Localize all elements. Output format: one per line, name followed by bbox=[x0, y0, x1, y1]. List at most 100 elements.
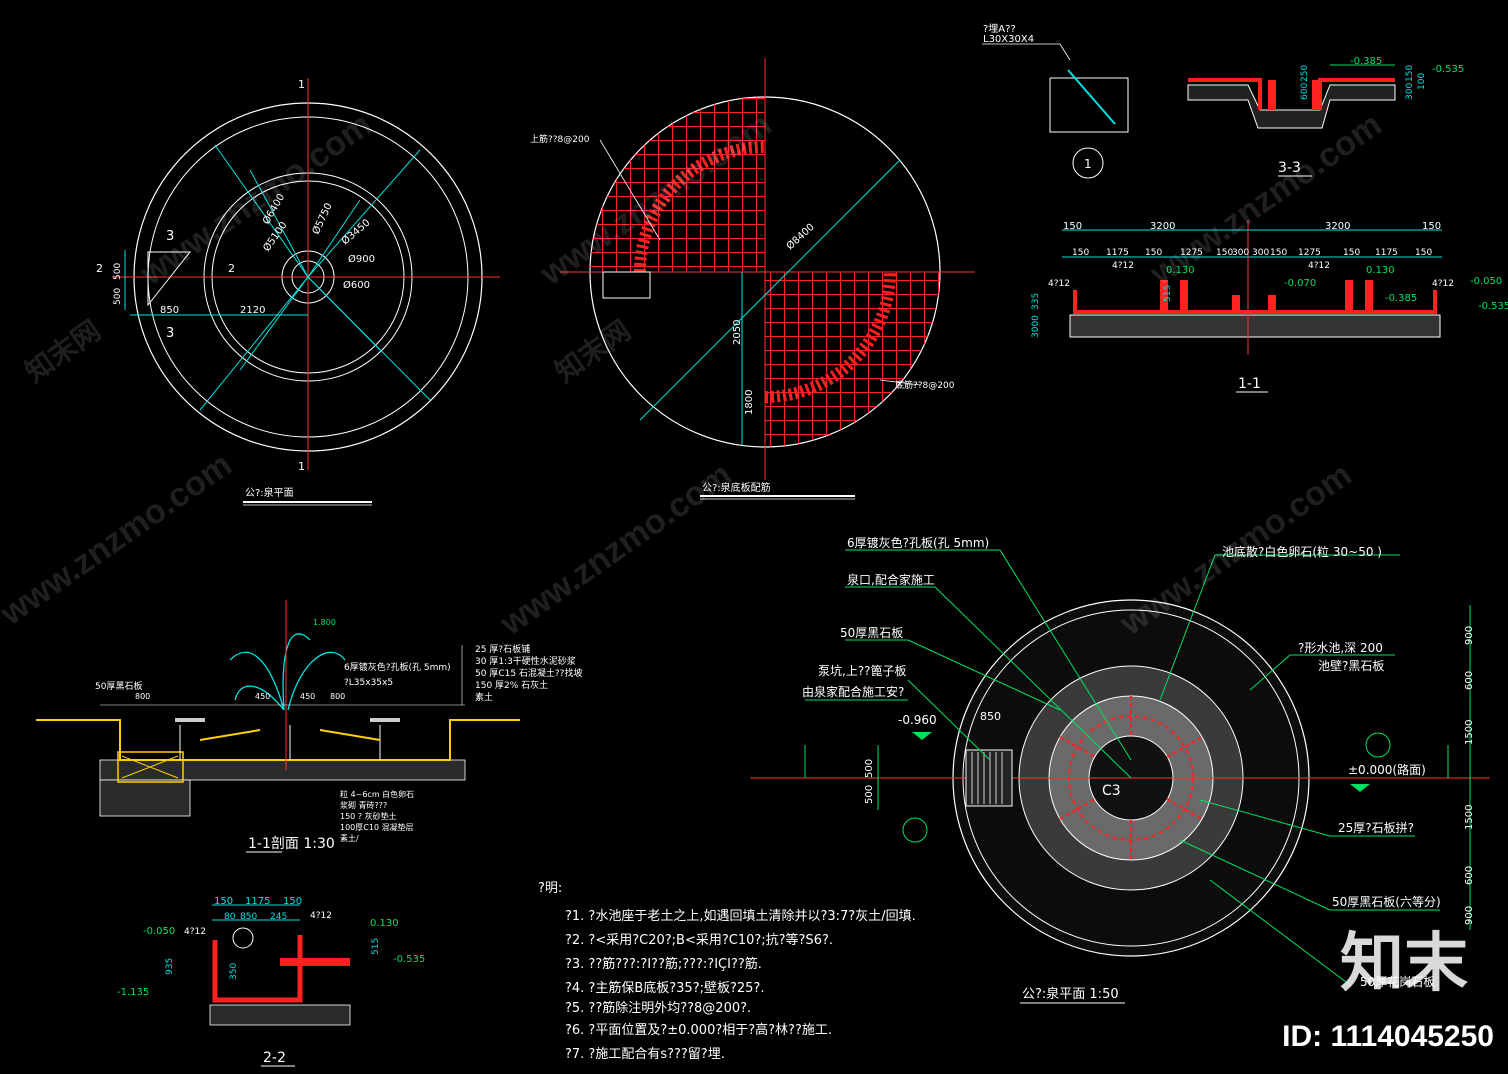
s11-rebar-right: 4?12 bbox=[1432, 279, 1454, 289]
s11-level-0050: -0.050 bbox=[1470, 276, 1502, 287]
s11e-bottom-2: 150 ? 灰砂垫土 bbox=[340, 811, 397, 821]
notes-head: ?明: bbox=[538, 881, 562, 896]
s22-level-0050: -0.050 bbox=[143, 926, 175, 937]
s11-title: 1-1 bbox=[1238, 376, 1261, 392]
s11e-dim-450a: 450 bbox=[255, 692, 270, 701]
s11e-level-1800: 1.800 bbox=[313, 618, 336, 627]
detail-angle-label: L30X30X4 bbox=[983, 34, 1034, 45]
bp-label-3: 50厚黑石板 bbox=[840, 626, 903, 640]
s22-level-0130: 0.130 bbox=[370, 918, 399, 929]
s11-dim-335: 335 bbox=[1031, 293, 1041, 310]
s11e-bottom-4: 素土/ bbox=[340, 833, 359, 843]
bp-rdim-3: 1500 bbox=[1464, 805, 1475, 830]
s11e-callout-4: 素土 bbox=[475, 691, 493, 703]
s11-rebar-c1: 4?12 bbox=[1112, 261, 1134, 271]
bp-label-12: 50厚花岗石板 bbox=[1360, 974, 1435, 989]
s11-dim-515: 515 bbox=[1163, 285, 1173, 302]
dim-900: Ø900 bbox=[348, 253, 375, 265]
s11-mid-dim-9: 150 bbox=[1343, 248, 1360, 258]
s22-level-0535: -0.535 bbox=[393, 954, 425, 965]
dim-2050: 2050 bbox=[732, 320, 743, 345]
s22-dim2-2: 245 bbox=[270, 912, 287, 922]
bp-label-7: ?形水池,深 200 bbox=[1298, 641, 1383, 655]
s11e-callout-3: 150 厚2% 石灰土 bbox=[475, 679, 548, 691]
note-3: ?3. ??筋???:?I??筋;???:?IÇI??筋. bbox=[565, 956, 762, 972]
bp-rdim-4: 600 bbox=[1464, 866, 1475, 885]
note-4: ?4. ?主筋保B底板?35?;壁板?25?. bbox=[565, 980, 764, 996]
s11e-bottom-3: 100厚C10 混凝垫层 bbox=[340, 822, 414, 832]
bp-label-4: 泵坑,上??篦子板 bbox=[818, 663, 907, 678]
note-6: ?6. ?平面位置及?±0.000?相于?高?林??施工. bbox=[565, 1022, 832, 1038]
s22-title: 2-2 bbox=[263, 1050, 286, 1066]
section-3-3: -0.385 -0.535 150 300 100 600 250 3-3 bbox=[1187, 56, 1464, 177]
section-mark-1-top: 1 bbox=[298, 78, 305, 91]
dim-2120: 2120 bbox=[240, 305, 265, 316]
bp-dim-500b: 500 bbox=[864, 785, 875, 804]
detail-embed-label: ?埋A?? bbox=[983, 23, 1016, 35]
dim-600: Ø600 bbox=[343, 279, 370, 291]
s22-dim-0: 150 bbox=[214, 896, 233, 907]
s11-level-0385: -0.385 bbox=[1385, 293, 1417, 304]
s11-level-0130b: 0.130 bbox=[1366, 265, 1395, 276]
s11-top-dim-1: 3200 bbox=[1150, 221, 1175, 232]
s11-mid-dim-5: 300 bbox=[1232, 248, 1249, 258]
image-id: ID: 1114045250 bbox=[1282, 1020, 1494, 1053]
s11-mid-dim-0: 150 bbox=[1072, 248, 1089, 258]
detail-1: ?埋A?? L30X30X4 1 bbox=[982, 23, 1129, 179]
s11e-dim-800b: 800 bbox=[330, 692, 345, 701]
rebar-title: 公?:泉底板配筋 bbox=[702, 481, 771, 494]
bp-label-1: 6厚镀灰色?孔板(孔 5mm) bbox=[847, 536, 989, 550]
s22-rebar: 4?12 bbox=[184, 927, 206, 937]
bp-rdim-5: 900 bbox=[1464, 906, 1475, 925]
bp-dim-850: 850 bbox=[980, 710, 1001, 723]
s22-dim-2: 150 bbox=[283, 896, 302, 907]
sec33-dim-250: 250 bbox=[1300, 65, 1310, 82]
bp-label-9: ±0.000(路面) bbox=[1348, 762, 1426, 777]
sec33-dim-100: 100 bbox=[1417, 73, 1427, 90]
section-mark-1-bottom: 1 bbox=[298, 460, 305, 473]
s11e-callout-0: 25 厚?石板铺 bbox=[475, 643, 530, 655]
bp-c3: C3 bbox=[1102, 783, 1121, 799]
s22-level-1135: -1.135 bbox=[117, 987, 149, 998]
bp-label-6: 池底散?白色卵石(粒 30~50 ) bbox=[1222, 544, 1382, 559]
brand-logo: 知末 bbox=[1340, 927, 1468, 1001]
s11-top-dim-2: 3200 bbox=[1325, 221, 1350, 232]
section-mark-2-left: 2 bbox=[96, 262, 103, 275]
bp-dim-500a: 500 bbox=[864, 759, 875, 778]
note-1: ?1. ?水池座于老土之上,如遇回填土清除并以?3:7?灰土/回填. bbox=[565, 908, 916, 924]
s11-mid-dim-4: 150 bbox=[1216, 248, 1233, 258]
s11e-dim-450b: 450 bbox=[300, 692, 315, 701]
dim-850: 850 bbox=[160, 305, 179, 316]
s11-rebar-c2: 4?12 bbox=[1308, 261, 1330, 271]
note-2: ?2. ?<采用?C20?;B<采用?C10?;抗?等?S6?. bbox=[565, 932, 833, 948]
dim-5750: Ø5750 bbox=[310, 201, 335, 236]
s11-mid-dim-1: 1175 bbox=[1106, 248, 1129, 258]
note-5: ?5. ??筋除注明外均??8@200?. bbox=[565, 1000, 751, 1016]
s11-top-dim-3: 150 bbox=[1422, 221, 1441, 232]
s11e-angle: ?L35x35x5 bbox=[344, 678, 393, 688]
bp-rdim-1: 600 bbox=[1464, 671, 1475, 690]
note-7: ?7. ?施工配合有s???留?埋. bbox=[565, 1047, 725, 1062]
rebar-top-label: 上筋??8@200 bbox=[530, 133, 590, 145]
sec33-level-2: -0.535 bbox=[1432, 64, 1464, 75]
dim-1800: 1800 bbox=[744, 390, 755, 415]
bp-label-2: 泉口,配合家施工 bbox=[847, 572, 935, 587]
s11-level-0130a: 0.130 bbox=[1166, 265, 1195, 276]
detail-circle-number: 1 bbox=[1084, 157, 1092, 171]
s11-mid-dim-8: 1275 bbox=[1298, 248, 1321, 258]
bp-label-8: 池壁?黑石板 bbox=[1318, 658, 1384, 673]
s22-dim2-0: 80 bbox=[224, 912, 236, 922]
s11-mid-dim-3: 1275 bbox=[1180, 248, 1203, 258]
s11-level-0070: -0.070 bbox=[1284, 278, 1316, 289]
s11-mid-dim-11: 150 bbox=[1415, 248, 1432, 258]
s22-dim2-1: 850 bbox=[240, 912, 257, 922]
section-mark-3-bottom: 3 bbox=[166, 326, 174, 341]
s22-rebar2: 4?12 bbox=[310, 911, 332, 921]
s11e-callout-1: 30 厚1:3干硬性水泥砂浆 bbox=[475, 655, 576, 667]
s11-mid-dim-2: 150 bbox=[1145, 248, 1162, 258]
s11-mid-dim-6: 300 bbox=[1252, 248, 1269, 258]
s11e-dim-800a: 800 bbox=[135, 692, 150, 701]
s22-dim-515: 515 bbox=[371, 938, 381, 955]
bp-label-10: 25厚?石板拼? bbox=[1338, 821, 1414, 835]
